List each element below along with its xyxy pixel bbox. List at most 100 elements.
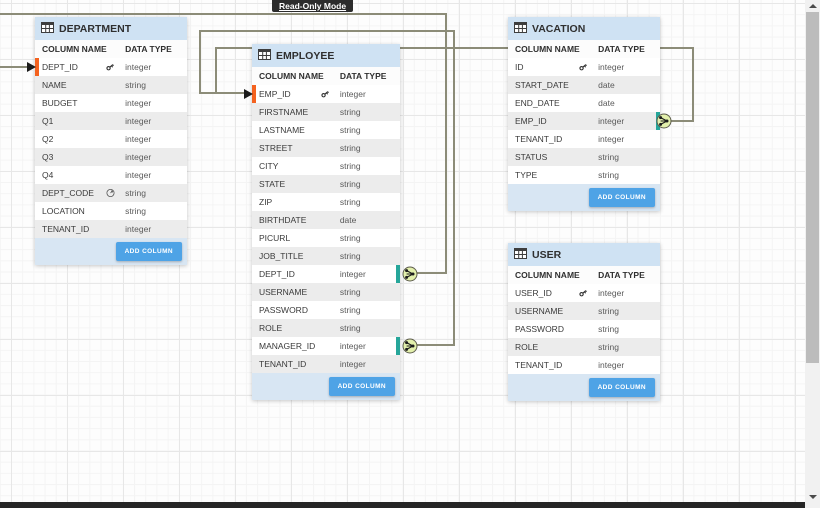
column-data-type: date	[339, 215, 357, 225]
relationship-line-segment	[412, 272, 447, 274]
scroll-up-button[interactable]	[805, 0, 820, 12]
column-name-header: COLUMN NAME	[42, 44, 107, 54]
add-column-button[interactable]: ADD COLUMN	[115, 242, 182, 261]
column-data-type: integer	[598, 134, 625, 144]
column-name: Q4	[42, 170, 54, 180]
horizontal-scrollbar-thumb[interactable]	[0, 502, 805, 508]
table-grid-icon	[514, 247, 527, 262]
column-name: EMP_ID	[515, 116, 547, 126]
column-name: USERNAME	[515, 306, 564, 316]
relationship-line-segment	[199, 92, 245, 94]
column-data-type: string	[339, 287, 361, 297]
foreign-key-marker	[396, 337, 400, 355]
column-data-type: string	[598, 170, 619, 180]
column-name: LOCATION	[42, 206, 85, 216]
column-name: END_DATE	[515, 98, 560, 108]
column-data-type: string	[598, 306, 619, 316]
column-name: ROLE	[515, 342, 539, 352]
column-data-type: string	[339, 161, 361, 171]
column-data-type: string	[598, 342, 619, 352]
table-title: USER	[532, 248, 562, 261]
column-data-type: integer	[125, 152, 152, 162]
table-row-department-tenant_id[interactable]: TENANT_ID integer	[35, 220, 187, 238]
scroll-down-button[interactable]	[805, 491, 820, 503]
relationship-line-segment	[215, 47, 217, 93]
column-name: PASSWORD	[515, 324, 564, 334]
column-name-header: COLUMN NAME	[515, 44, 580, 54]
relationship-line-segment	[0, 13, 447, 15]
add-column-button[interactable]: ADD COLUMN	[588, 188, 655, 207]
table-card-department[interactable]: DEPARTMENT COLUMN NAME DATA TYPE DEPT_ID…	[35, 17, 187, 265]
column-data-type: string	[339, 305, 361, 315]
vertical-scrollbar-thumb[interactable]	[806, 12, 819, 363]
table-row-user-username[interactable]: USERNAME string	[508, 302, 660, 320]
column-name: STATUS	[515, 152, 548, 162]
column-data-type: integer	[339, 89, 366, 99]
add-column-button[interactable]: ADD COLUMN	[588, 378, 655, 397]
column-data-type: integer	[125, 170, 152, 180]
table-footer: ADD COLUMN	[252, 373, 400, 400]
table-footer: ADD COLUMN	[508, 374, 660, 401]
table-row-department-q4[interactable]: Q4 integer	[35, 166, 187, 184]
crowfoot-circle-icon[interactable]	[402, 338, 418, 354]
table-footer: ADD COLUMN	[508, 184, 660, 211]
column-data-type: integer	[598, 62, 625, 72]
table-row-user-role[interactable]: ROLE string	[508, 338, 660, 356]
vertical-scrollbar[interactable]	[805, 0, 820, 508]
table-title: DEPARTMENT	[59, 22, 132, 35]
table-header[interactable]: DEPARTMENT	[35, 17, 187, 40]
crowfoot-circle-icon[interactable]	[656, 113, 672, 129]
add-column-button[interactable]: ADD COLUMN	[328, 377, 395, 396]
table-header[interactable]: USER	[508, 243, 660, 266]
column-data-type: string	[339, 143, 361, 153]
table-grid-icon	[41, 21, 54, 36]
column-name: START_DATE	[515, 80, 569, 90]
relationship-line-segment	[453, 30, 455, 346]
column-name: TENANT_ID	[42, 224, 90, 234]
table-header[interactable]: EMPLOYEE	[252, 44, 400, 67]
table-header[interactable]: VACATION	[508, 17, 660, 40]
crowfoot-circle-icon[interactable]	[402, 266, 418, 282]
column-name: DEPT_ID	[42, 62, 78, 72]
column-data-type: integer	[125, 224, 152, 234]
